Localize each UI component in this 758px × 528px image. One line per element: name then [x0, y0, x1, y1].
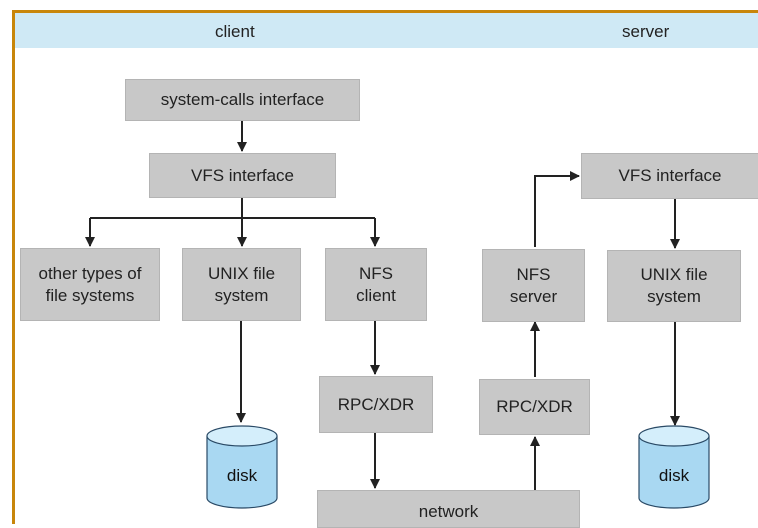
client-disk-label: disk: [226, 466, 258, 485]
server-unix-fs-box: UNIX file system: [607, 250, 741, 322]
server-disk-icon: [638, 425, 710, 509]
network-box: network: [317, 490, 580, 528]
nfs-client-box: NFS client: [325, 248, 427, 321]
client-rpc-xdr-box: RPC/XDR: [319, 376, 433, 433]
server-header-label: server: [622, 22, 670, 41]
client-disk-icon: [206, 425, 278, 509]
frame-left-border: [12, 10, 15, 524]
header-band: [15, 13, 758, 48]
other-file-systems-box: other types of file systems: [20, 248, 160, 321]
frame-top-border: [12, 10, 758, 13]
client-vfs-interface-box: VFS interface: [149, 153, 336, 198]
server-rpc-xdr-box: RPC/XDR: [479, 379, 590, 435]
arrow-nfs-server-to-vfs: [534, 171, 580, 247]
client-unix-fs-box: UNIX file system: [182, 248, 301, 321]
frame-margin: [0, 0, 12, 524]
client-header-label: client: [215, 22, 255, 41]
nfs-server-box: NFS server: [482, 249, 585, 322]
client-syscalls-interface-box: system-calls interface: [125, 79, 360, 121]
server-vfs-interface-box: VFS interface: [581, 153, 758, 199]
server-disk-label: disk: [658, 466, 690, 485]
